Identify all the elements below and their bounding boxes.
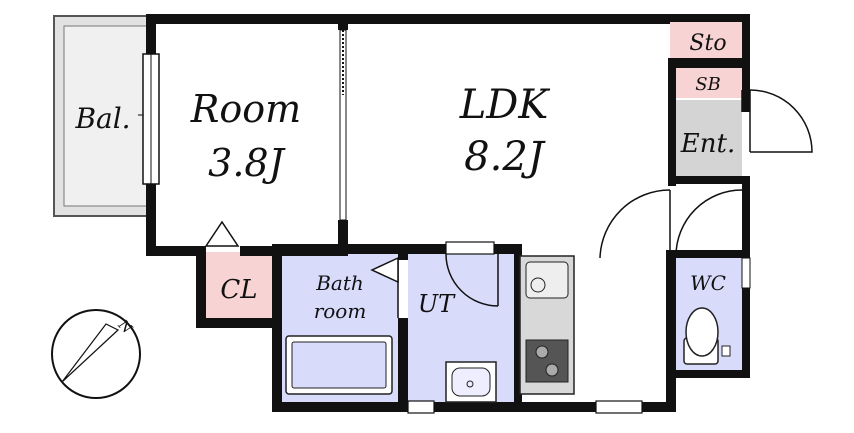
doors: [204, 89, 813, 318]
closet-label: CL: [220, 275, 257, 305]
ldk-size-label: 8.2J: [464, 134, 546, 180]
toilet-icon: [683, 307, 731, 365]
entrance-fill: [676, 100, 742, 180]
shoe-box-fill: [676, 68, 742, 98]
storage-label: Sto: [689, 31, 726, 56]
windows: [142, 29, 751, 414]
kitchen-counter: [519, 255, 575, 395]
sink-icon: [445, 361, 497, 403]
bathroom-label-line1: Bath: [315, 271, 364, 295]
closet-fill: [206, 252, 272, 320]
balcony-label: Bal.: [74, 102, 130, 135]
compass-icon: N: [51, 309, 141, 399]
entrance-label: Ent.: [680, 129, 735, 159]
balcony: [53, 15, 158, 217]
bathroom-label-line2: room: [314, 299, 367, 323]
bathtub-icon: [285, 335, 393, 395]
toilet-label: WC: [690, 271, 726, 295]
room-name-label: Room: [190, 87, 301, 131]
shoe-box-label: SB: [695, 74, 721, 95]
walls: [146, 14, 750, 412]
storage-fill: [670, 22, 742, 58]
room-size-label: 3.8J: [208, 141, 285, 185]
ldk-name-label: LDK: [459, 82, 551, 128]
utility-label: UT: [418, 290, 456, 318]
